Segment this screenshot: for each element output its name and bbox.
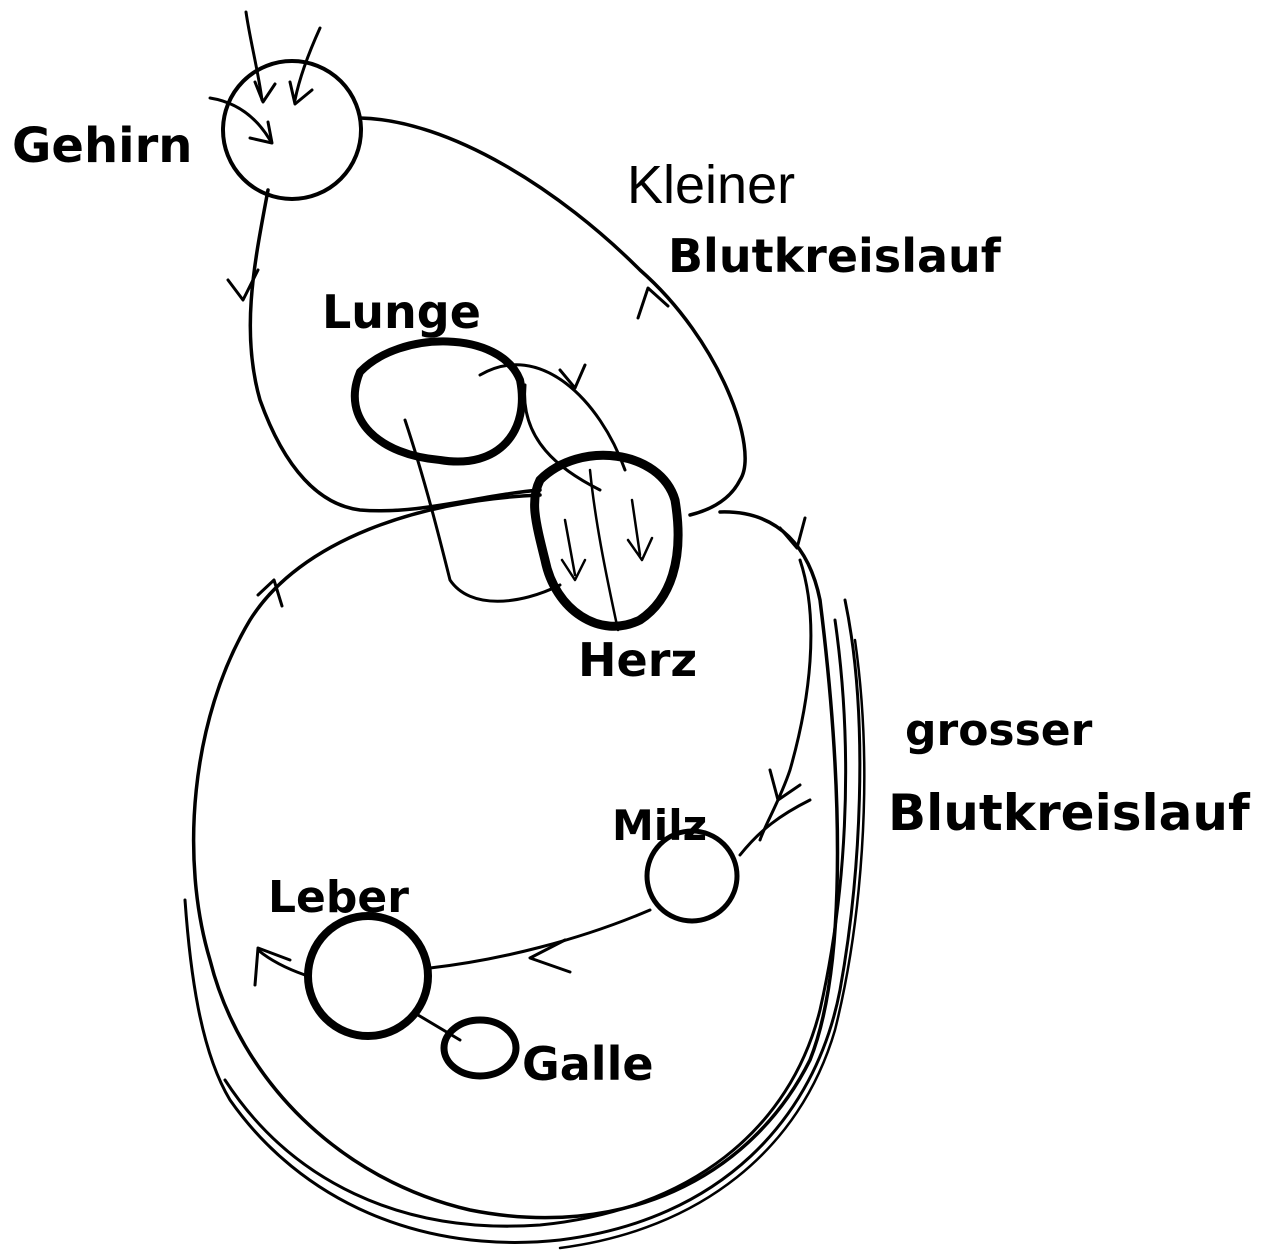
brain-organ	[223, 61, 361, 199]
large-circulation-subtitle: Blutkreislauf	[888, 784, 1251, 842]
small-circulation-subtitle: Blutkreislauf	[668, 229, 1002, 283]
small-circulation-title: Kleiner	[627, 155, 795, 215]
heart-organ	[535, 455, 679, 626]
brain-label: Gehirn	[12, 118, 192, 174]
gallbladder-organ	[444, 1020, 516, 1076]
lung-label: Lunge	[322, 285, 481, 339]
spleen-label: Milz	[612, 801, 707, 850]
spleen-liver-vessel	[430, 910, 650, 972]
brain-inflow-arrows	[210, 12, 320, 143]
liver-label: Leber	[268, 872, 409, 923]
large-circulation-title: grosser	[905, 705, 1093, 756]
gallbladder-label: Galle	[522, 1037, 654, 1091]
heart-label: Herz	[578, 633, 697, 687]
lung-organ	[355, 341, 522, 461]
heart-internal-flows	[562, 470, 652, 630]
liver-organ	[308, 916, 428, 1036]
